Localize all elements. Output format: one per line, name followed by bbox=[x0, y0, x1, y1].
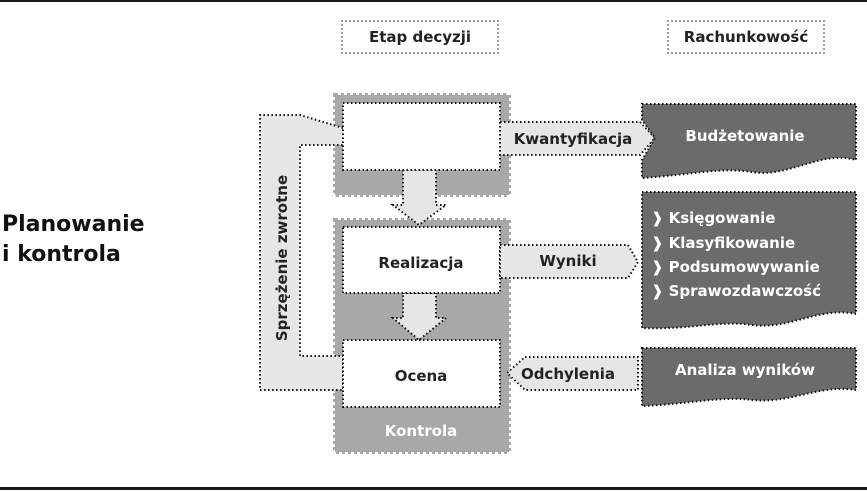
section-title-line-2: i kontrola bbox=[2, 242, 121, 267]
results-analysis-label: Analiza wyników bbox=[675, 361, 815, 379]
realization-box bbox=[342, 226, 501, 294]
bookkeeping-item: ❱Księgowanie bbox=[651, 209, 775, 227]
evaluation-label: Ocena bbox=[395, 367, 448, 385]
bottom-rule bbox=[0, 487, 867, 490]
section-title-line-1: Planowanie bbox=[2, 212, 145, 237]
realization-label: Realizacja bbox=[378, 254, 463, 272]
evaluation-box bbox=[342, 339, 501, 408]
control-label: Kontrola bbox=[385, 422, 457, 440]
results-arrow bbox=[499, 244, 640, 279]
quantification-arrow bbox=[499, 121, 657, 156]
budgeting-box bbox=[641, 103, 857, 180]
top-rule bbox=[0, 0, 867, 2]
section-title: Planowanie i kontrola bbox=[2, 210, 145, 270]
arrow-planning-to-realization bbox=[390, 169, 450, 227]
results-analysis-box bbox=[641, 347, 857, 408]
bullet-icon: ❱ bbox=[651, 234, 664, 252]
bookkeeping-item: ❱Podsumowywanie bbox=[651, 258, 820, 276]
deviations-arrow bbox=[505, 356, 639, 391]
deviations-label: Odchylenia bbox=[521, 365, 615, 383]
results-label: Wyniki bbox=[539, 252, 596, 270]
bullet-icon: ❱ bbox=[651, 282, 664, 300]
bullet-icon: ❱ bbox=[651, 258, 664, 276]
arrow-realization-to-evaluation bbox=[390, 292, 449, 342]
bullet-icon: ❱ bbox=[651, 209, 664, 227]
header-decision-stage: Etap decyzji bbox=[341, 20, 499, 54]
header-accounting: Rachunkowość bbox=[667, 20, 825, 54]
budgeting-label: Budżetowanie bbox=[685, 127, 804, 145]
quantification-label: Kwantyfikacja bbox=[514, 130, 633, 148]
feedback-loop-arrow bbox=[259, 114, 344, 391]
bookkeeping-list: ❱Księgowanie ❱Klasyfikowanie ❱Podsumowyw… bbox=[651, 209, 821, 300]
feedback-label: Sprzężenie zwrotne bbox=[273, 175, 291, 341]
bookkeeping-box bbox=[641, 191, 857, 330]
planning-stage-box bbox=[342, 102, 501, 171]
bookkeeping-item: ❱Klasyfikowanie bbox=[651, 234, 795, 252]
bookkeeping-item: ❱Sprawozdawczość bbox=[651, 282, 821, 300]
